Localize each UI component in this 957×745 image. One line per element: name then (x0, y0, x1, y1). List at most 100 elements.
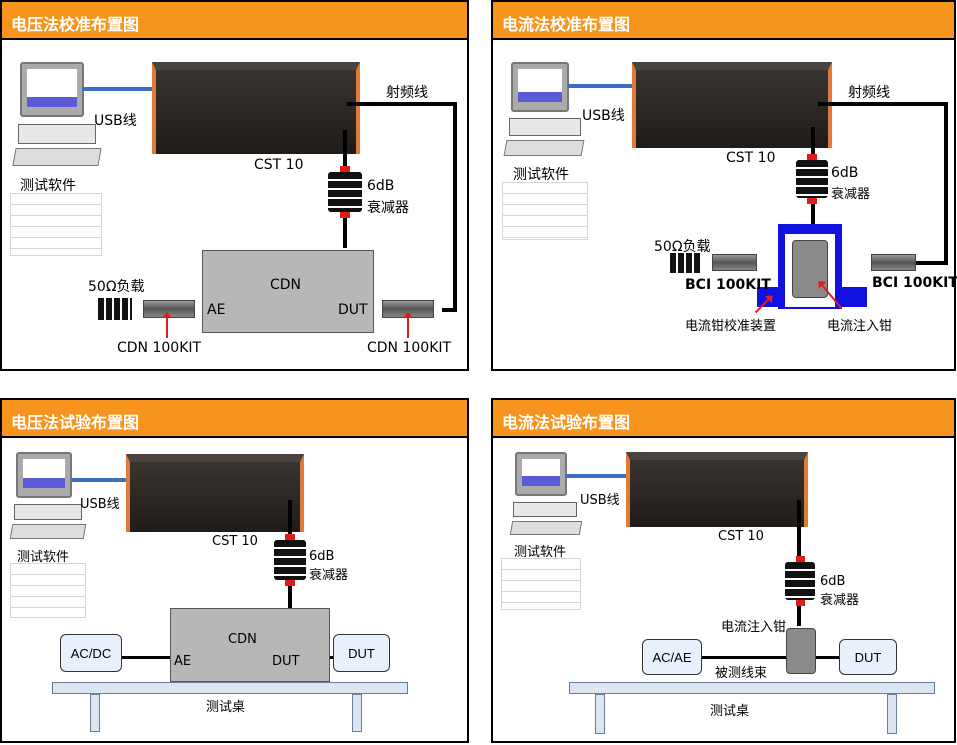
computer-icon (10, 62, 105, 177)
cst10-label: CST 10 (718, 529, 764, 544)
cst10-label: CST 10 (212, 534, 258, 549)
attenuator-label: 衰减器 (309, 568, 349, 583)
attenuator-icon (796, 154, 828, 204)
attenuator-db: 6dB (831, 165, 859, 181)
table-label: 测试桌 (710, 704, 750, 719)
usb-label: USB线 (94, 113, 137, 129)
table-leg (352, 694, 362, 732)
cst10-device (632, 62, 832, 148)
ac-ae-label: AC/AE (652, 649, 692, 665)
panel-current-test: 电流法试验布置图 USB线 测试软件 CST 10 6dB 衰减器 电流注入钳 … (491, 398, 956, 743)
attenuator-icon (328, 166, 362, 218)
harness-cable (701, 656, 841, 659)
injection-clamp (786, 628, 816, 674)
computer-icon (501, 62, 586, 167)
attenuator-icon (274, 534, 306, 586)
usb-cable (565, 474, 627, 478)
arrow-icon (162, 312, 172, 338)
usb-cable (82, 87, 152, 91)
cdn-box (170, 608, 330, 682)
fixture-label: 电流钳校准装置 (685, 319, 777, 334)
table-leg (595, 694, 605, 734)
software-screenshot (10, 563, 86, 618)
dut-port-label: DUT (272, 654, 300, 669)
rf-cable (818, 102, 948, 106)
attenuator-label: 衰减器 (367, 200, 409, 216)
rf-cable (906, 261, 948, 265)
ae-port-label: AE (174, 654, 192, 669)
kit-left-label: BCI 100KIT (685, 277, 771, 293)
table-leg (90, 694, 100, 732)
cst10-device (126, 454, 304, 532)
kit-right-label: BCI 100KIT (872, 275, 957, 291)
usb-cable (568, 84, 633, 88)
rf-cable (453, 102, 457, 312)
clamp-label: 电流注入钳 (721, 620, 787, 635)
panel-title: 电流法校准布置图 (493, 2, 954, 40)
attenuator-label: 衰减器 (820, 593, 860, 608)
panel-current-calibration: 电流法校准布置图 USB线 测试软件 CST 10 射频线 6dB 衰减器 50… (491, 0, 957, 371)
dut-box: DUT (333, 634, 390, 672)
panel-title: 电压法校准布置图 (2, 2, 467, 40)
kit-left-label: CDN 100KIT (117, 340, 202, 356)
attenuator-db: 6dB (367, 178, 395, 194)
table-leg (887, 694, 897, 734)
cdn-label: CDN (228, 632, 257, 647)
software-label: 测试软件 (513, 167, 569, 183)
injection-clamp (792, 240, 828, 298)
attenuator-db: 6dB (309, 549, 335, 564)
software-screenshot (502, 182, 588, 240)
usb-label: USB线 (582, 108, 625, 124)
bci-kit-right (871, 254, 916, 271)
software-label: 测试软件 (20, 178, 76, 194)
cable (330, 656, 334, 659)
panel-title: 电压法试验布置图 (2, 400, 467, 438)
kit-right-label: CDN 100KIT (367, 340, 452, 356)
rf-cable (347, 102, 457, 106)
attenuator-icon (785, 556, 815, 606)
ac-dc-box: AC/DC (60, 634, 122, 672)
bci-kit-left (712, 254, 757, 271)
cst10-device (626, 452, 808, 527)
load-icon (670, 253, 702, 273)
load-label: 50Ω负载 (88, 279, 145, 295)
computer-icon (509, 452, 585, 544)
panel-voltage-calibration: 电压法校准布置图 USB线 测试软件 CST 10 射频线 6dB 衰减器 CD… (0, 0, 469, 371)
test-table (569, 682, 935, 694)
load-icon (98, 298, 132, 320)
cst10-device (152, 62, 360, 154)
arrow-icon (403, 312, 413, 338)
ac-ae-box: AC/AE (642, 639, 702, 675)
cdn-box (202, 250, 374, 333)
panel-voltage-test: 电压法试验布置图 USB线 测试软件 CST 10 6dB 衰减器 CDN AE… (0, 398, 469, 743)
software-screenshot (10, 193, 102, 256)
dut-box: DUT (839, 639, 897, 675)
clamp-label: 电流注入钳 (827, 319, 893, 334)
software-label: 测试软件 (17, 550, 70, 565)
panel-title: 电流法试验布置图 (493, 400, 954, 438)
cable (122, 656, 170, 659)
usb-label: USB线 (80, 497, 120, 512)
rf-cable (442, 308, 457, 312)
rf-cable (944, 102, 948, 265)
cst10-label: CST 10 (254, 157, 304, 173)
rf-cable-label: 射频线 (848, 85, 890, 101)
usb-cable (72, 478, 128, 482)
dut-box-label: DUT (854, 649, 882, 665)
dut-port-label: DUT (338, 302, 368, 318)
cst10-label: CST 10 (726, 150, 776, 166)
cdn-label: CDN (270, 277, 302, 293)
computer-icon (8, 452, 88, 547)
software-label: 测试软件 (514, 545, 567, 560)
harness-label: 被测线束 (715, 666, 768, 681)
test-table (52, 682, 408, 694)
attenuator-db: 6dB (820, 574, 846, 589)
rf-cable-label: 射频线 (386, 85, 428, 101)
ac-dc-label: AC/DC (70, 645, 112, 661)
attenuator-label: 衰减器 (831, 187, 871, 202)
software-screenshot (501, 558, 581, 610)
ae-port-label: AE (207, 302, 226, 318)
table-label: 测试桌 (206, 700, 246, 715)
dut-box-label: DUT (348, 645, 375, 661)
load-label: 50Ω负载 (654, 239, 711, 255)
